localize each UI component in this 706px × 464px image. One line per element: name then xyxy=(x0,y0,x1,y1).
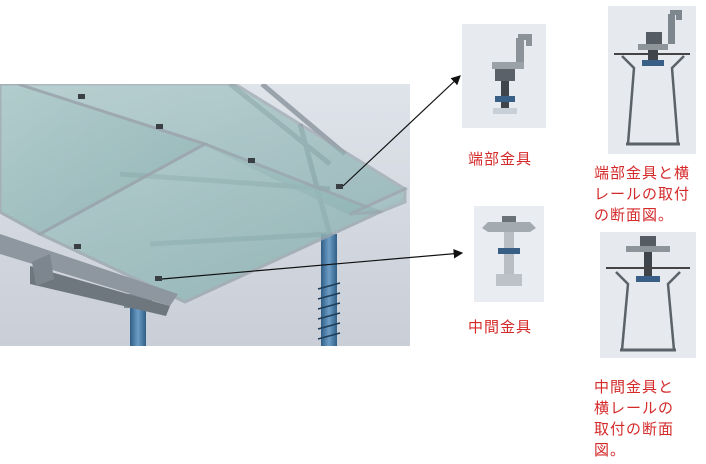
screw-post-right xyxy=(317,234,341,346)
end-clamp-label: 端部金具 xyxy=(468,150,533,168)
end-clamp-section-line3: の断面図。 xyxy=(594,206,675,224)
mid-clamp-section-line2: 横レールの xyxy=(594,399,675,417)
mid-clamp-section-line4: 図。 xyxy=(594,441,627,459)
mid-clamp-section-line3: 取付の断面 xyxy=(594,420,675,438)
mid-clamp-section-label: 中間金具と 横レールの 取付の断面 図。 xyxy=(594,377,674,461)
arrow-to-end-clamp xyxy=(342,75,461,187)
mid-clamp-section-image xyxy=(600,232,696,358)
end-clamp-section-label: 端部金具と横 レールの取付 の断面図。 xyxy=(594,163,690,226)
end-clamp-section-line1: 端部金具と横 xyxy=(594,164,691,182)
arrow-to-mid-clamp xyxy=(161,248,464,280)
mid-clamp-image xyxy=(474,206,544,302)
end-clamp-image xyxy=(462,24,546,128)
mid-clamp-label: 中間金具 xyxy=(468,318,533,336)
end-clamp-section-image xyxy=(608,6,696,154)
solar-mount-3d-view xyxy=(0,84,410,346)
mid-clamp-section-line1: 中間金具と xyxy=(594,378,675,396)
end-clamp-section-line2: レールの取付 xyxy=(594,185,691,203)
transverse-rail xyxy=(0,234,178,316)
clamp-marks xyxy=(74,94,343,281)
solar-panel-array xyxy=(0,84,409,304)
